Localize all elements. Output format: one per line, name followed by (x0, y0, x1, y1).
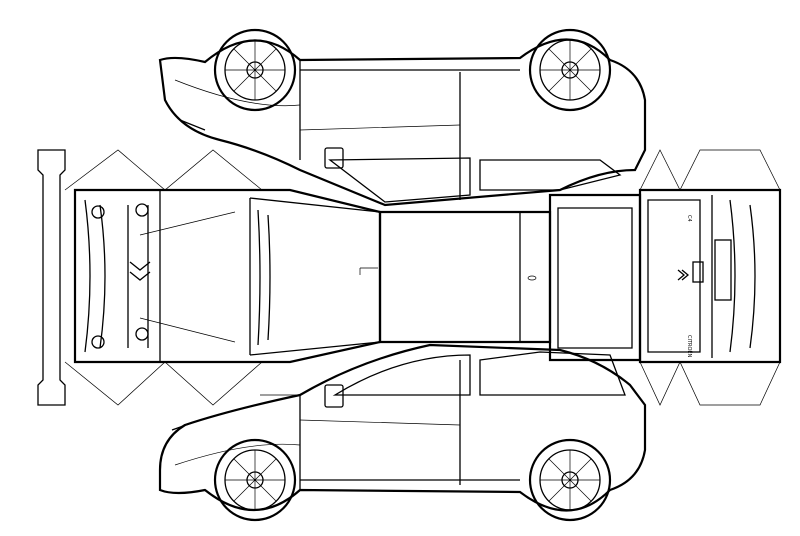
wheel-bottom-front (213, 438, 297, 522)
rear-model-lettering: C4 (686, 215, 692, 222)
front-bumper-flap (37, 149, 66, 406)
rear-panel: CITROËN C4 (638, 188, 782, 364)
wheel-bottom-rear (528, 438, 612, 522)
wheel-top-front (213, 28, 297, 112)
wheel-top-rear (528, 28, 612, 112)
car-side-top (158, 38, 647, 207)
rear-brand-lettering: CITROËN (686, 335, 693, 358)
car-side-bottom (158, 343, 647, 512)
hood-panel (73, 188, 382, 364)
glue-tabs (64, 149, 781, 406)
rear-window-panel (548, 193, 642, 362)
roof-panel (359, 210, 552, 344)
